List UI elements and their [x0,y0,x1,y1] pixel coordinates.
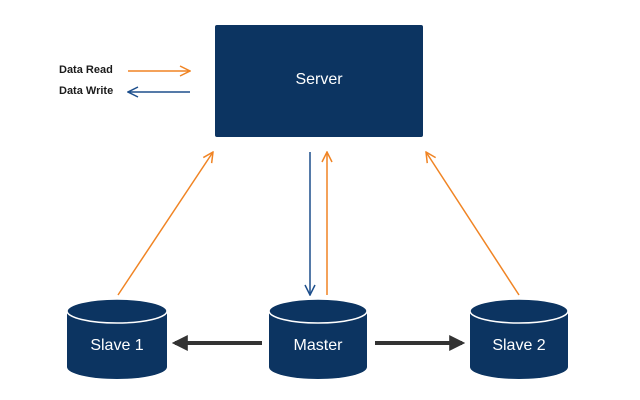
slave1-database-icon [66,298,168,379]
server-label: Server [295,71,343,88]
legend-write-label: Data Write [59,85,114,97]
read-arrow-slave2-to-server [426,152,520,296]
slave1-label: Slave 1 [90,337,144,354]
master-label: Master [293,337,343,354]
slave2-label: Slave 2 [492,337,546,354]
read-arrow-slave1-to-server [117,152,213,296]
slave2-database-icon [469,298,569,379]
legend-read-label: Data Read [59,64,113,76]
master-database-icon [268,298,368,379]
server-box [215,25,423,137]
